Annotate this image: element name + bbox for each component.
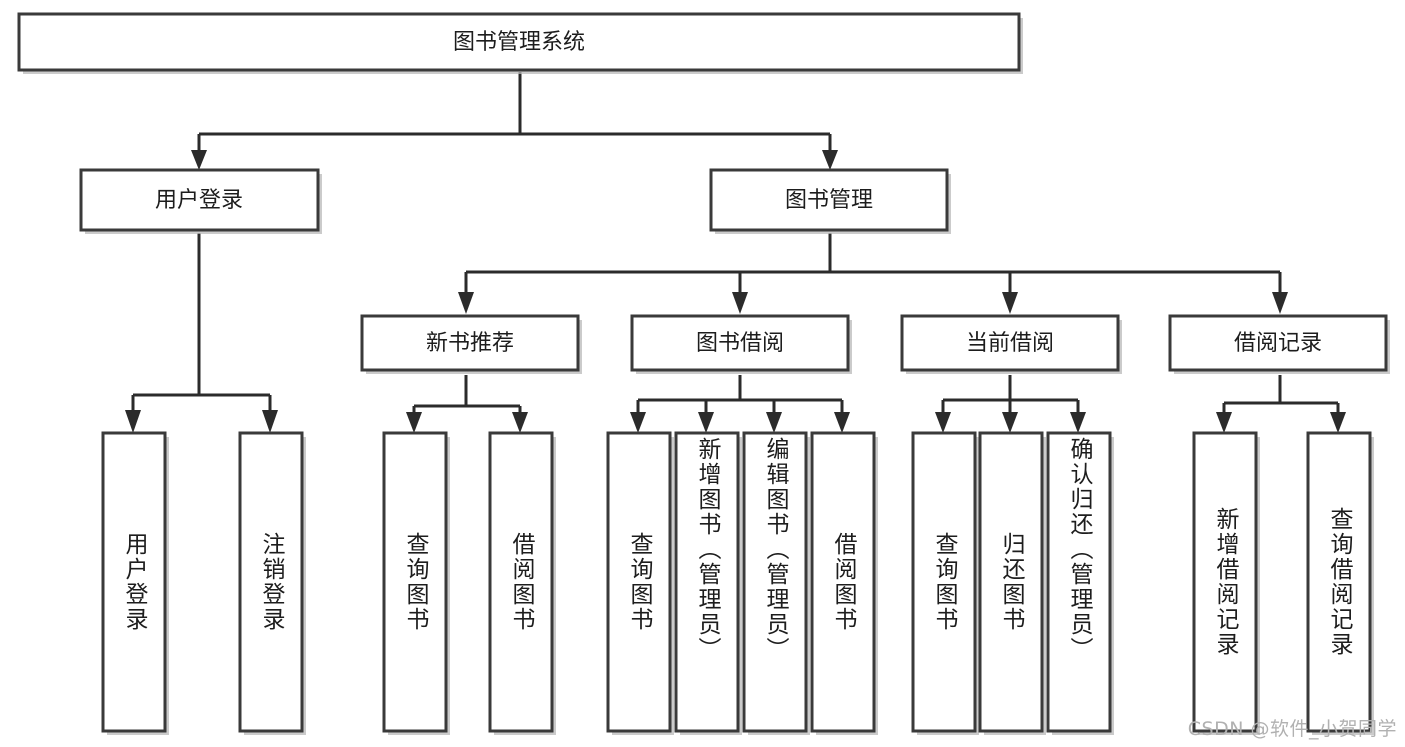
leaf-box-leaf-add-book[interactable] [674, 431, 740, 733]
leaf-box-leaf-edit-book[interactable] [742, 431, 808, 733]
leaf-box-group [101, 431, 1374, 735]
node-book-borrow-label: 图书借阅 [696, 331, 784, 356]
node-new-book-recommend[interactable]: 新书推荐 [360, 314, 582, 374]
watermark-text: CSDN @软件_小贺同学 [1187, 718, 1397, 740]
connector-group [125, 72, 1346, 433]
leaf-box-leaf-borrow-book-2[interactable] [810, 431, 876, 733]
node-book-management[interactable]: 图书管理 [709, 168, 951, 234]
node-borrow-record[interactable]: 借阅记录 [1168, 314, 1390, 374]
node-borrow-record-label: 借阅记录 [1234, 331, 1322, 356]
leaf-box-leaf-query-record[interactable] [1306, 431, 1372, 733]
leaf-box-leaf-add-record[interactable] [1192, 431, 1258, 733]
node-root[interactable]: 图书管理系统 [17, 12, 1023, 74]
leaf-box-leaf-query-book-3[interactable] [911, 431, 977, 733]
leaf-box-leaf-user-login[interactable] [101, 431, 167, 733]
node-book-borrow[interactable]: 图书借阅 [630, 314, 852, 374]
leaf-box-leaf-borrow-book-1[interactable] [488, 431, 554, 733]
node-current-borrow-label: 当前借阅 [966, 331, 1054, 356]
node-current-borrow[interactable]: 当前借阅 [900, 314, 1122, 374]
leaf-box-leaf-confirm-return[interactable] [1046, 431, 1112, 733]
leaf-box-leaf-query-book-1[interactable] [382, 431, 448, 733]
node-user-login[interactable]: 用户登录 [79, 168, 322, 234]
node-book-management-label: 图书管理 [785, 188, 873, 213]
node-new-book-recommend-label: 新书推荐 [426, 331, 514, 356]
leaf-box-leaf-return-book[interactable] [978, 431, 1044, 733]
node-root-label: 图书管理系统 [453, 30, 585, 55]
leaf-box-leaf-logout[interactable] [238, 431, 304, 733]
node-user-login-label: 用户登录 [155, 188, 243, 213]
leaf-box-leaf-query-book-2[interactable] [606, 431, 672, 733]
